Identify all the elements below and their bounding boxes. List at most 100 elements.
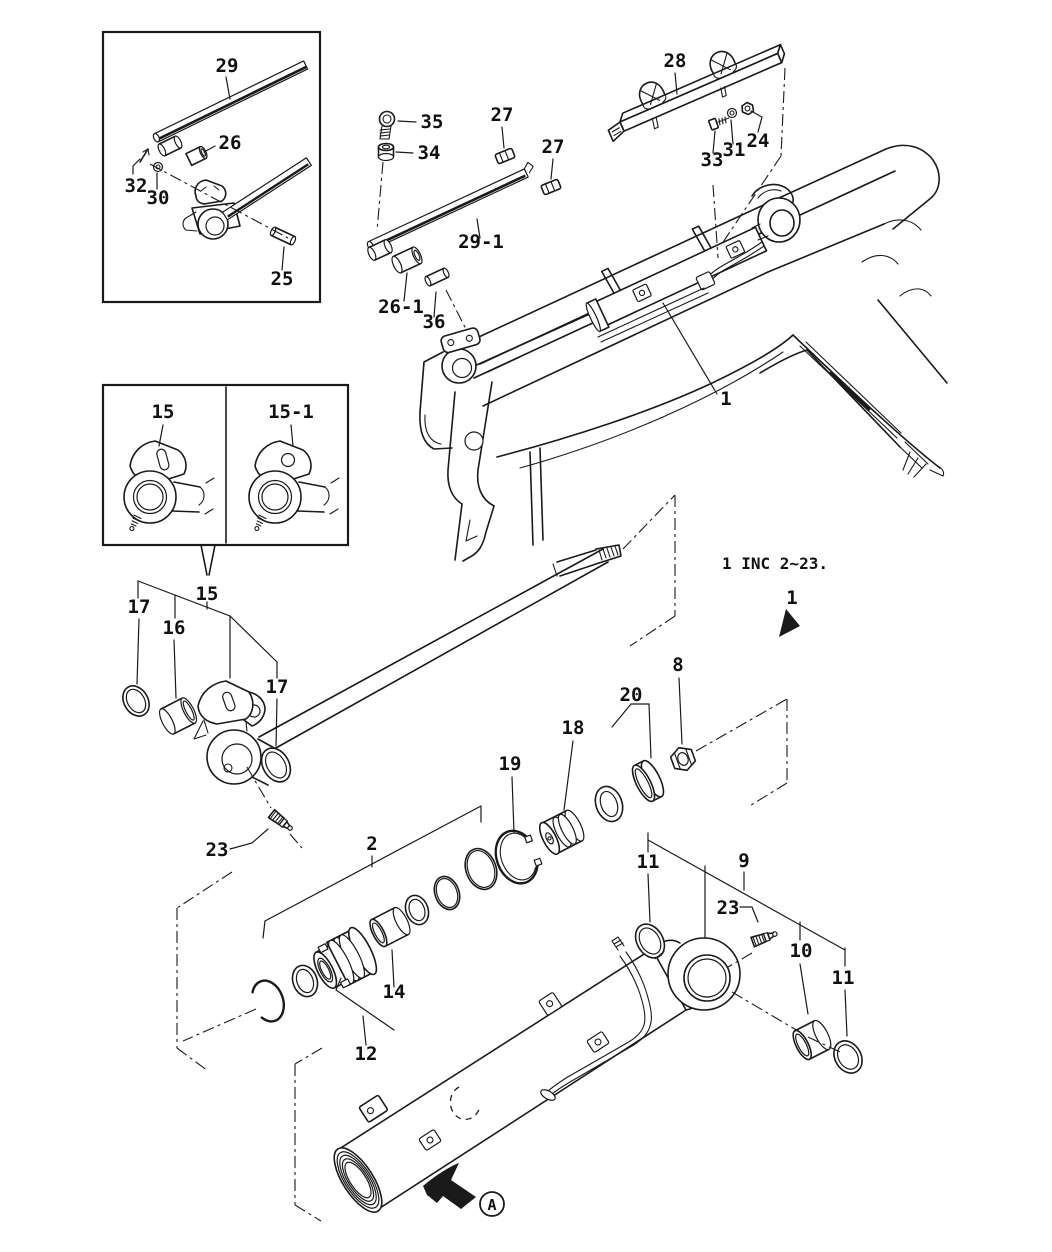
- group-pipe-29-1: 35 34 27 27 29-1 26-1 36: [366, 104, 565, 336]
- cylinder-1-eye: [751, 197, 801, 243]
- callout-28: 28: [664, 50, 687, 72]
- clip-27b: [540, 178, 562, 196]
- o-ring-large: [464, 847, 498, 891]
- phantom-box: [622, 494, 676, 647]
- piston-rod: [258, 544, 622, 754]
- callout-29: 29: [216, 55, 239, 77]
- grease-fitting-23a: [267, 808, 293, 831]
- phantom-box: [294, 1047, 323, 1222]
- cylinder-1-pipes: [597, 241, 765, 343]
- pipe-29-sleeve: [157, 135, 183, 157]
- callout-26-1: 26-1: [378, 296, 424, 318]
- pin-25: [269, 226, 297, 246]
- bushing-14: [369, 906, 411, 948]
- callout-27a: 27: [491, 104, 514, 126]
- piston-group: 19 18 20 8: [494, 494, 788, 885]
- view-marker-circle: [479, 1191, 505, 1217]
- bushing-10: [792, 1019, 832, 1061]
- clevis-variant-15-1: 15-1: [248, 401, 340, 532]
- callout-15-1-box: 15-1: [268, 401, 314, 423]
- pipe-29-1-sleeve: [367, 239, 393, 261]
- grease-nipple: [254, 514, 267, 532]
- ring-20b: [631, 759, 665, 803]
- ring-17b: [260, 747, 292, 783]
- bushing-26-1: [391, 246, 423, 274]
- callout-23a: 23: [206, 839, 229, 861]
- ring-17a: [122, 685, 150, 717]
- callout-8: 8: [672, 654, 683, 676]
- clevis-variant-15: 15: [123, 401, 215, 532]
- callout-26: 26: [219, 132, 242, 154]
- view-marker-a: A: [487, 1196, 496, 1214]
- nut-24: [741, 101, 755, 116]
- inset-box-15-variants: 15 15-1: [101, 383, 350, 576]
- clevis-15: [193, 680, 277, 786]
- assembly-marker-1: 1: [786, 587, 797, 609]
- pipe-29-lower-run: [221, 157, 312, 221]
- callout-27b: 27: [542, 136, 565, 158]
- callout-18: 18: [562, 717, 585, 739]
- tube-group: 11 9 10 11 23: [294, 832, 863, 1222]
- callout-20: 20: [620, 684, 643, 706]
- cylinder-1-rod: [469, 311, 598, 379]
- callout-36: 36: [423, 311, 446, 333]
- snap-ring-19: [494, 829, 543, 885]
- callout-16: 16: [163, 617, 186, 639]
- phantom-box: [695, 698, 788, 808]
- note-1-inc: 1 INC 2~23.: [722, 554, 828, 573]
- seal-ring: [404, 894, 430, 926]
- callout-14: 14: [383, 981, 406, 1003]
- clip-27a: [494, 147, 516, 165]
- callout-12: 12: [355, 1043, 378, 1065]
- callout-11b: 11: [832, 967, 855, 989]
- pin-32: [139, 148, 150, 163]
- cylinder-1-rod-clevis: [440, 327, 481, 384]
- gland-group: 2 14 12: [176, 805, 498, 1072]
- phantom-box: [176, 871, 257, 1072]
- centerline: [712, 67, 786, 258]
- cylinder-tube: [333, 936, 741, 1213]
- callout-35: 35: [421, 111, 444, 133]
- pipe-29: [152, 60, 309, 143]
- callout-17b: 17: [266, 676, 289, 698]
- callout-15-box: 15: [152, 401, 175, 423]
- centerline: [246, 766, 303, 849]
- bracket-9-group: 11 9 10 11: [637, 832, 855, 1037]
- assembly-direction-arrow: [779, 609, 800, 637]
- view-direction-arrow: [423, 1163, 476, 1209]
- centerline: [376, 161, 384, 232]
- callout-34: 34: [418, 142, 441, 164]
- callout-30: 30: [147, 187, 170, 209]
- ring-11a: [634, 923, 666, 959]
- group-rail-28: 28 33 31 24: [607, 43, 786, 258]
- callout-1: 1: [720, 388, 731, 410]
- nut-8: [669, 746, 697, 772]
- boom-and-cylinder-1: 1 1 INC 2~23. 1: [419, 144, 948, 637]
- callout-2: 2: [366, 833, 377, 855]
- callout-31: 31: [723, 139, 746, 161]
- callout-17a: 17: [128, 596, 151, 618]
- boom-outline: [419, 144, 948, 562]
- rod-clevis-group: 15 17 16 17: [122, 544, 622, 861]
- bracket-15-group: 15 17 16 17: [128, 580, 289, 747]
- nut-34: [377, 142, 395, 162]
- cylinder-gland-12: [313, 926, 378, 990]
- callout-33: 33: [701, 149, 724, 171]
- callout-11a: 11: [637, 851, 660, 873]
- callout-15: 15: [196, 583, 219, 605]
- o-ring: [433, 875, 461, 911]
- callout-9: 9: [738, 850, 749, 872]
- callout-19: 19: [499, 753, 522, 775]
- centerline: [149, 163, 289, 239]
- washer-31: [726, 107, 738, 119]
- cylinder-1-tube: [585, 225, 768, 333]
- piston-18: [538, 809, 585, 856]
- centerline: [445, 289, 470, 336]
- pin-36: [424, 267, 450, 287]
- inset-box-pipe-29: 29 26 32 30 25: [101, 30, 322, 304]
- pipe-29-1: [366, 161, 534, 251]
- rod-seal: [291, 964, 319, 998]
- callout-29-1: 29-1: [458, 231, 504, 253]
